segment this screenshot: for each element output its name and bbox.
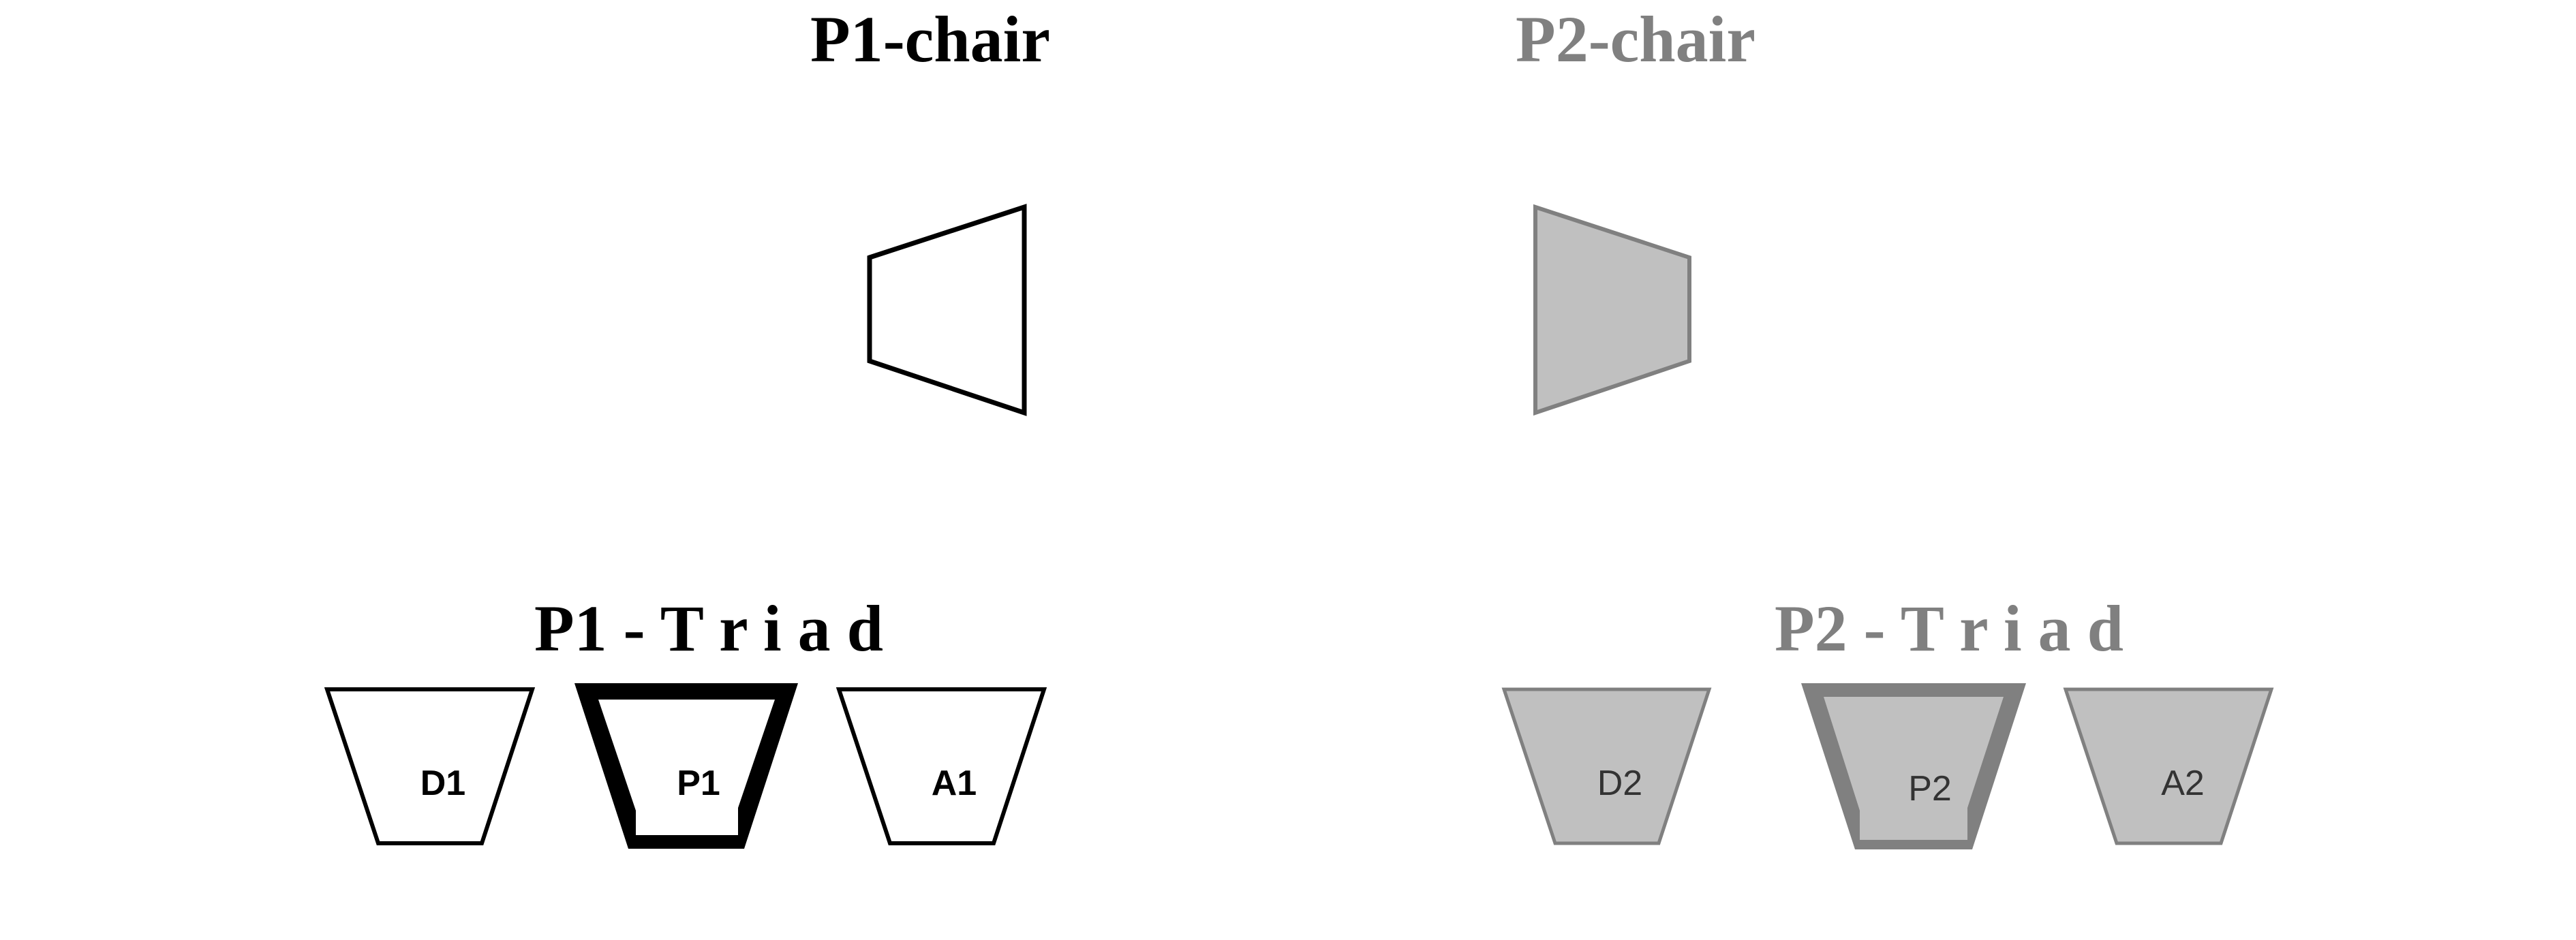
p2-triad-a-label: A2 xyxy=(2161,764,2205,803)
p1-triad-p-label: P1 xyxy=(677,764,720,803)
p2-chair-title: P2-chair xyxy=(1516,3,1755,76)
p2-triad-d-label: D2 xyxy=(1597,764,1642,803)
p2-triad-a-shape xyxy=(2063,687,2274,845)
p2-triad-p-label: P2 xyxy=(1908,769,1952,809)
p1-triad-d-shape xyxy=(324,687,536,845)
p2-triad-title: P2 - T r i a d xyxy=(1775,592,2123,665)
p1-triad-title: P1 - T r i a d xyxy=(534,592,883,665)
p1-triad-p-thick-border xyxy=(574,683,798,849)
p2-triad-d-shape xyxy=(1501,687,1712,845)
p2-triad-group: D2 P2 A2 xyxy=(1501,683,2274,849)
p1-triad-a-label: A1 xyxy=(932,764,977,803)
p1-chair-title: P1-chair xyxy=(810,3,1050,76)
p1-triad-group: D1 P1 A1 xyxy=(324,683,1047,849)
p1-triad-a-shape xyxy=(835,687,1047,845)
p2-chair-shape xyxy=(1533,204,1691,416)
p2-triad-p-thick-border xyxy=(1801,683,2026,849)
p1-chair-shape xyxy=(867,204,1027,416)
p1-triad-d-label: D1 xyxy=(420,764,465,803)
